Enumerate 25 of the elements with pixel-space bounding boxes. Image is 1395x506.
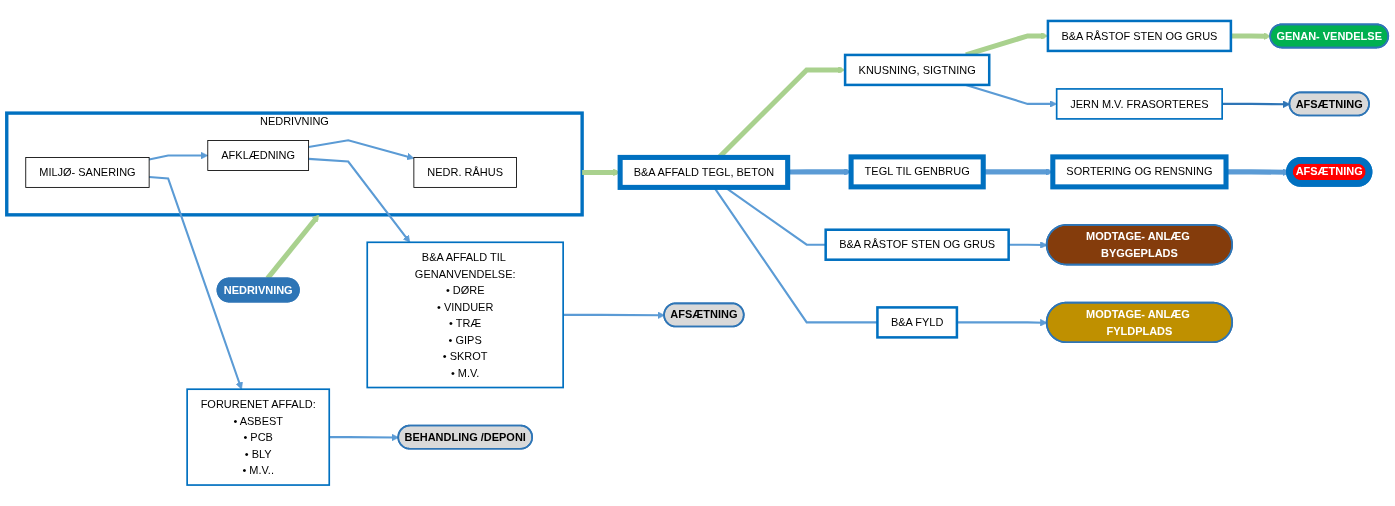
node-box: B&A FYLD bbox=[876, 306, 959, 339]
arrow bbox=[148, 151, 209, 161]
node-box: TEGL TIL GENBRUG bbox=[848, 154, 986, 190]
node-box: AFKLÆDNING bbox=[207, 140, 310, 171]
arrow bbox=[563, 311, 665, 319]
node-box: NEDR. RÅHUS bbox=[413, 157, 517, 188]
arrow bbox=[329, 433, 399, 442]
arrow bbox=[956, 318, 1048, 327]
arrow bbox=[149, 175, 243, 390]
node-box: JERN M.V. FRASORTERES bbox=[1055, 88, 1223, 120]
node-box: MILJØ- SANERING bbox=[25, 157, 150, 188]
node-box: SORTERING OG RENSNING bbox=[1050, 154, 1229, 190]
node-box: B&A RÅSTOF STEN OG GRUS bbox=[824, 228, 1010, 261]
node-box: B&A AFFALD TEGL, BETON bbox=[617, 154, 791, 190]
node-box: KNUSNING, SIGTNING bbox=[843, 53, 991, 87]
node-box: B&A RÅSTOF STEN OG GRUS bbox=[1046, 19, 1233, 53]
node-box: B&A AFFALD TIL GENANVENDELSE: • DØRE • VINDUER • TRÆ • GIPS • SKROT • M.V. bbox=[366, 241, 564, 389]
arrow bbox=[265, 214, 320, 280]
arrow bbox=[787, 168, 852, 176]
node-box: FORURENET AFFALD: • ASBEST • PCB • BLY • M.V.. bbox=[186, 388, 331, 486]
arrow bbox=[308, 139, 415, 161]
arrow bbox=[582, 168, 621, 177]
arrow bbox=[1230, 32, 1271, 40]
arrow bbox=[308, 157, 411, 243]
arrow bbox=[1008, 241, 1048, 249]
